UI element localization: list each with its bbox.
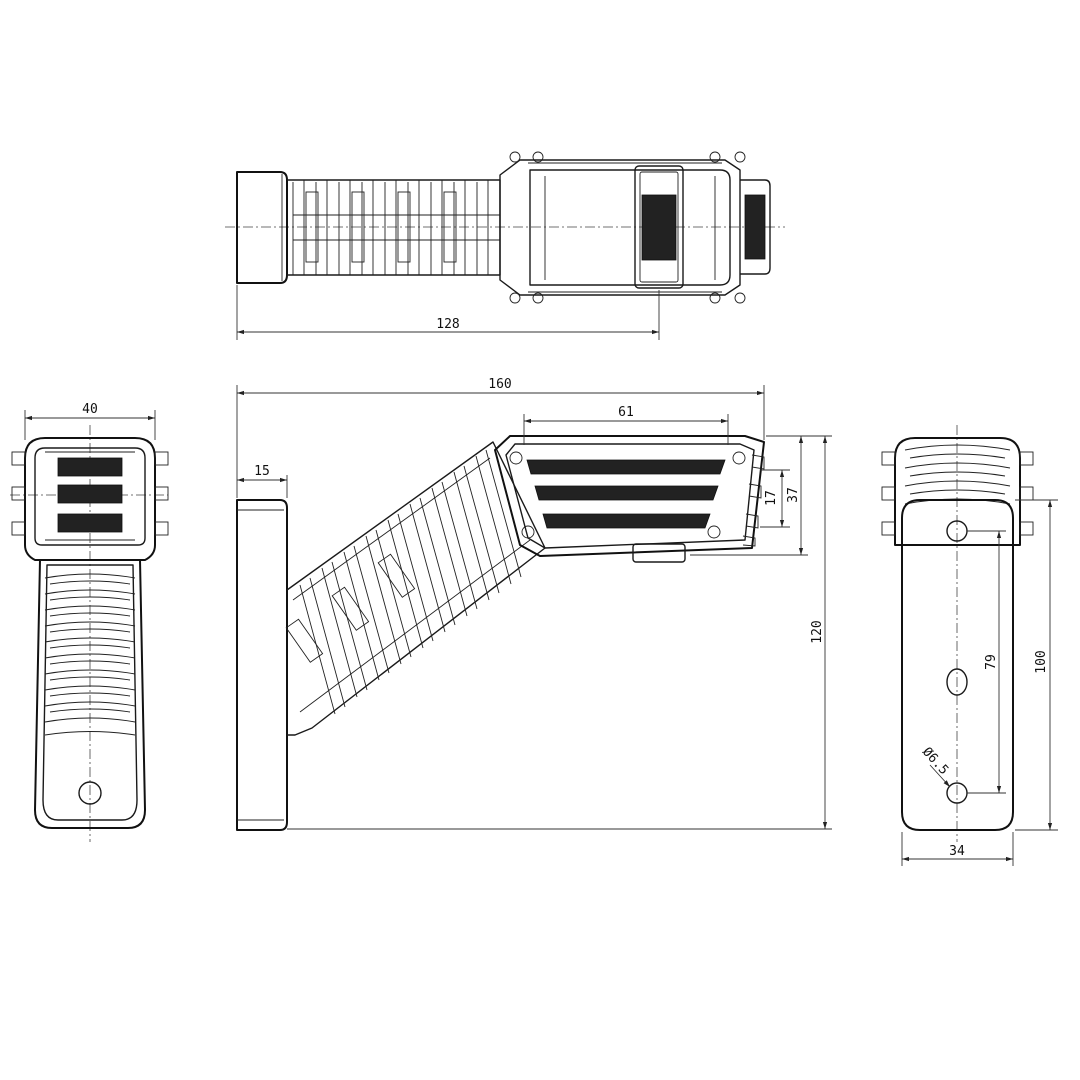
dim-overall-height: 120 (810, 620, 825, 643)
dim-overall-length: 160 (488, 377, 511, 392)
side-view: 160 61 15 17 37 120 (236, 377, 832, 831)
dim-front-width: 40 (82, 402, 98, 417)
dim-head-length: 61 (618, 405, 634, 420)
dim-base-thickness: 15 (254, 464, 270, 479)
dim-hole-spacing: 79 (984, 654, 999, 670)
dim-base-height: 100 (1034, 650, 1049, 673)
top-arm-ribs (292, 180, 500, 275)
dim-head-height: 37 (786, 487, 801, 503)
dim-top-length: 128 (436, 317, 459, 332)
front-view: 40 (10, 402, 169, 842)
side-arm-ribs (285, 449, 522, 715)
dim-hole-diameter: Ø6.5 (919, 745, 951, 778)
front-arm-ribs (44, 573, 136, 736)
rear-view: 79 100 34 Ø6.5 (881, 425, 1058, 866)
dim-base-width: 34 (949, 844, 965, 859)
dim-led-pitch: 17 (764, 490, 779, 506)
top-view: 128 (225, 151, 785, 340)
